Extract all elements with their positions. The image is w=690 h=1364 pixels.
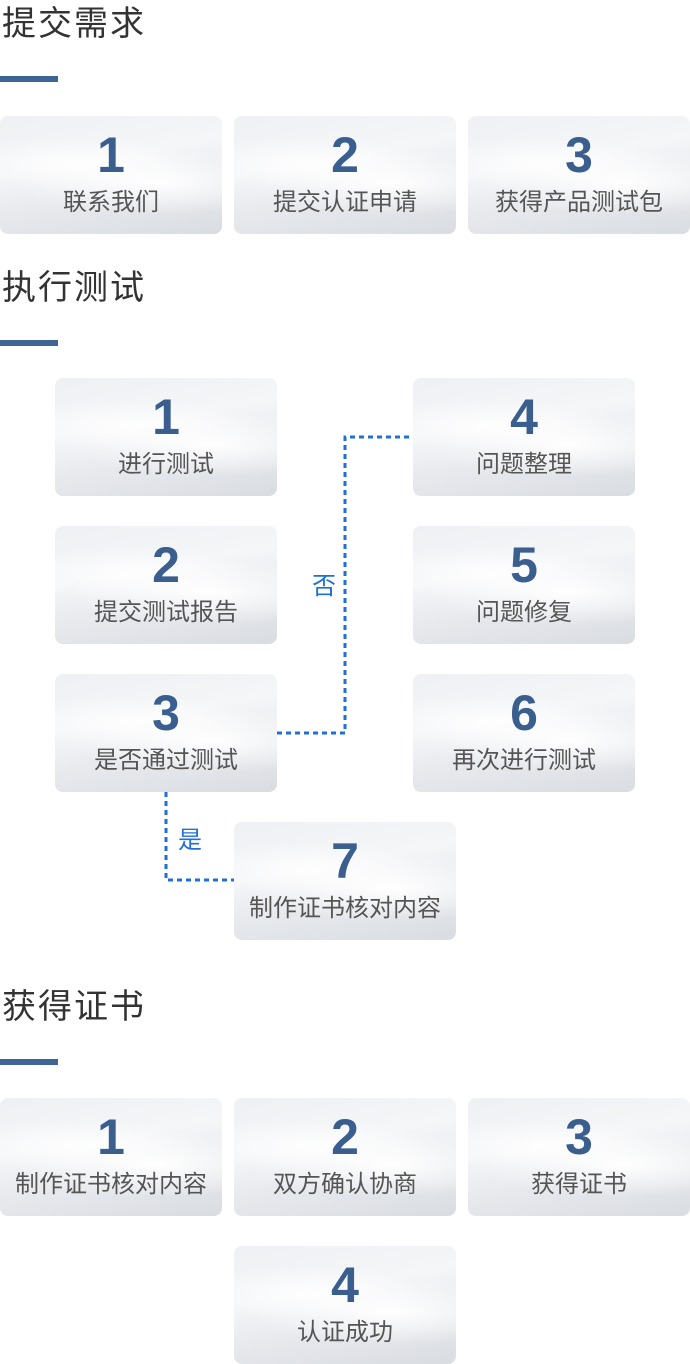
step-card-submit-report: 2 提交测试报告 [55, 526, 277, 644]
step-card-get-test-package: 3 获得产品测试包 [468, 116, 690, 234]
step-card-organize-issues: 4 问题整理 [413, 378, 635, 496]
section-underline [0, 340, 58, 346]
step-label: 认证成功 [297, 1318, 393, 1346]
step-number: 2 [331, 127, 359, 183]
section-underline [0, 76, 58, 82]
section-title-submit-request: 提交需求 [2, 4, 146, 44]
section-title-get-certificate: 获得证书 [2, 987, 146, 1027]
step-label: 是否通过测试 [94, 746, 238, 774]
step-label: 获得证书 [531, 1170, 627, 1198]
step-number: 2 [331, 1109, 359, 1165]
step-label: 制作证书核对内容 [249, 894, 441, 922]
step-number: 3 [152, 685, 180, 741]
step-number: 2 [152, 537, 180, 593]
step-label: 双方确认协商 [273, 1170, 417, 1198]
step-label: 进行测试 [118, 450, 214, 478]
step-label: 提交测试报告 [94, 598, 238, 626]
step-card-make-certificate: 7 制作证书核对内容 [234, 822, 456, 940]
section-underline [0, 1059, 58, 1065]
step-card-certification-success: 4 认证成功 [234, 1246, 456, 1364]
step-card-retest: 6 再次进行测试 [413, 674, 635, 792]
step-number: 5 [510, 537, 538, 593]
step-number: 1 [152, 389, 180, 445]
step-number: 1 [97, 1109, 125, 1165]
connector-no-branch [277, 435, 413, 735]
step-number: 1 [97, 127, 125, 183]
step-card-fix-issues: 5 问题修复 [413, 526, 635, 644]
branch-label-no: 否 [312, 572, 336, 600]
step-card-run-test: 1 进行测试 [55, 378, 277, 496]
step-number: 6 [510, 685, 538, 741]
step-card-make-certificate-final: 1 制作证书核对内容 [0, 1098, 222, 1216]
step-number: 4 [331, 1257, 359, 1313]
step-number: 7 [331, 833, 359, 889]
step-number: 3 [565, 1109, 593, 1165]
step-label: 问题修复 [476, 598, 572, 626]
step-label: 制作证书核对内容 [15, 1170, 207, 1198]
step-number: 4 [510, 389, 538, 445]
step-card-obtain-certificate: 3 获得证书 [468, 1098, 690, 1216]
step-label: 再次进行测试 [452, 746, 596, 774]
step-card-pass-decision: 3 是否通过测试 [55, 674, 277, 792]
step-card-mutual-confirm: 2 双方确认协商 [234, 1098, 456, 1216]
step-label: 联系我们 [63, 188, 159, 216]
step-card-submit-application: 2 提交认证申请 [234, 116, 456, 234]
step-label: 获得产品测试包 [495, 188, 663, 216]
section-title-execute-test: 执行测试 [2, 268, 146, 308]
branch-label-yes: 是 [178, 826, 202, 854]
step-number: 3 [565, 127, 593, 183]
step-card-contact-us: 1 联系我们 [0, 116, 222, 234]
step-label: 问题整理 [476, 450, 572, 478]
step-label: 提交认证申请 [273, 188, 417, 216]
